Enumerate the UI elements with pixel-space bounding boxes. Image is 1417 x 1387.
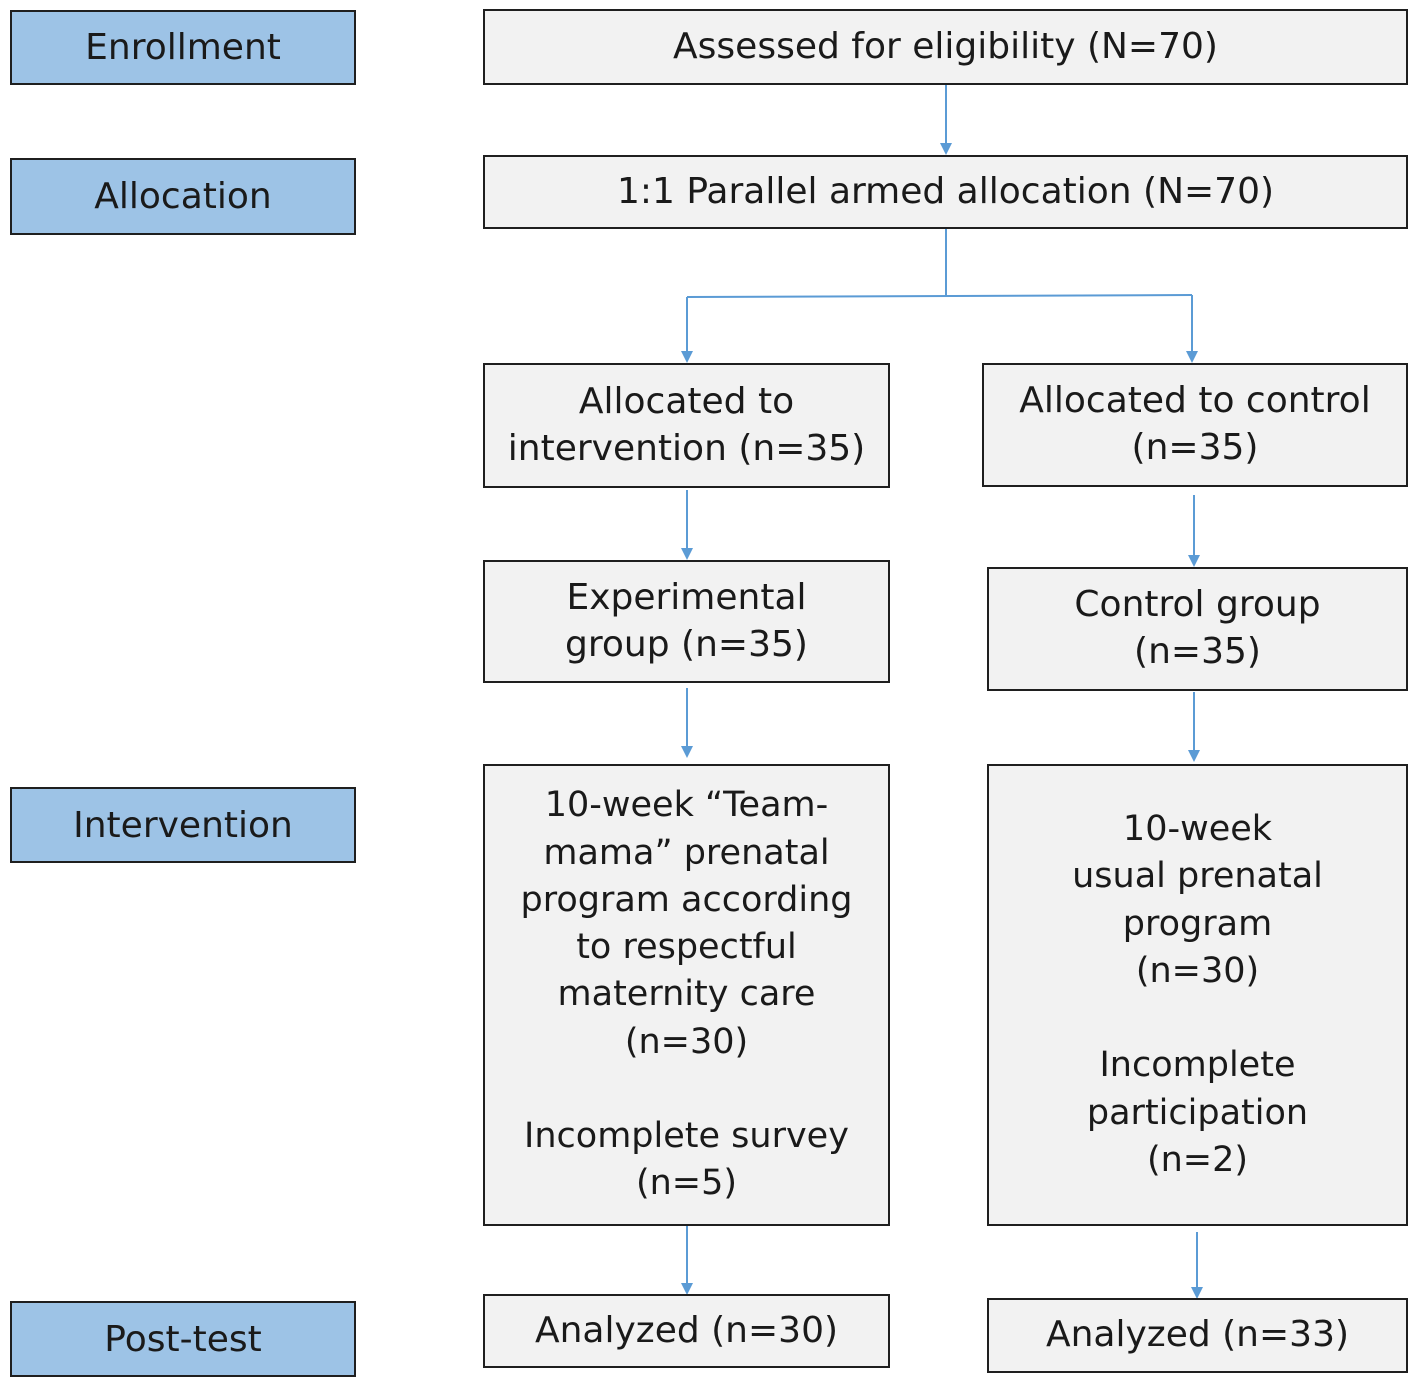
stage-allocation: Allocation	[10, 158, 356, 235]
box-allocated-control-text: Allocated to control (n=35)	[1019, 380, 1371, 468]
connector-split-horizontal	[686, 294, 1193, 298]
stage-posttest: Post-test	[10, 1301, 356, 1377]
box-assessed-eligibility: Assessed for eligibility (N=70)	[483, 9, 1408, 85]
box-experimental-group: Experimental group (n=35)	[483, 560, 890, 683]
box-intervention-program: 10-week “Team- mama” prenatal program ac…	[483, 764, 890, 1226]
box-control-program-text: 10-week usual prenatal program (n=30) In…	[1072, 809, 1323, 1180]
box-parallel-allocation-text: 1:1 Parallel armed allocation (N=70)	[616, 170, 1275, 212]
box-parallel-allocation: 1:1 Parallel armed allocation (N=70)	[483, 155, 1408, 229]
stage-allocation-label: Allocation	[94, 176, 272, 217]
box-analyzed-intervention-text: Analyzed (n=30)	[534, 1309, 839, 1351]
box-analyzed-control: Analyzed (n=33)	[987, 1298, 1408, 1373]
box-experimental-group-text: Experimental group (n=35)	[565, 576, 808, 665]
stage-enrollment-label: Enrollment	[85, 27, 281, 68]
box-analyzed-intervention: Analyzed (n=30)	[483, 1294, 890, 1368]
stage-intervention-label: Intervention	[73, 804, 293, 846]
box-allocated-intervention: Allocated to intervention (n=35)	[483, 363, 890, 488]
box-control-group-text: Control group (n=35)	[1074, 584, 1321, 672]
stage-intervention: Intervention	[10, 787, 356, 863]
box-analyzed-control-text: Analyzed (n=33)	[1045, 1314, 1350, 1356]
box-control-program: 10-week usual prenatal program (n=30) In…	[987, 764, 1408, 1226]
box-allocated-control: Allocated to control (n=35)	[982, 363, 1408, 487]
stage-posttest-label: Post-test	[104, 1318, 262, 1360]
box-assessed-eligibility-text: Assessed for eligibility (N=70)	[673, 25, 1218, 67]
box-allocated-intervention-text: Allocated to intervention (n=35)	[507, 380, 866, 469]
box-intervention-program-text: 10-week “Team- mama” prenatal program ac…	[520, 785, 853, 1204]
box-control-group: Control group (n=35)	[987, 567, 1408, 691]
stage-enrollment: Enrollment	[10, 10, 356, 85]
